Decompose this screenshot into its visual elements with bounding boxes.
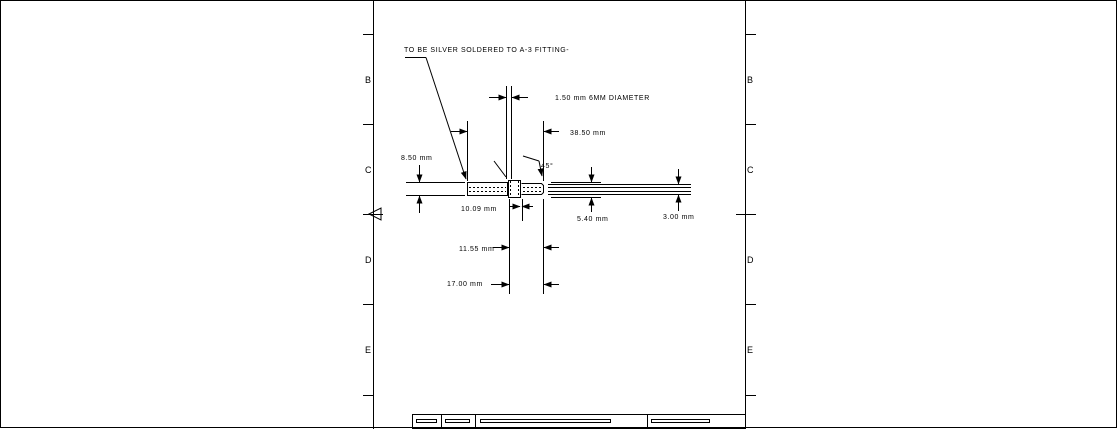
zone-label-left: D <box>365 255 372 265</box>
dim-8-50-label: 8.50 mm <box>401 155 432 162</box>
angle-label: 45° <box>541 162 553 170</box>
zone-label-left: C <box>365 165 372 175</box>
zone-label-left: B <box>365 75 371 85</box>
diameter-label: 1.50 mm 6MM DIAMETER <box>555 95 650 102</box>
zone-label-right: B <box>747 75 753 85</box>
zone-label-left: E <box>365 345 371 355</box>
zone-labels-left: B C D E <box>365 75 372 355</box>
dim-10-09-label: 10.09 mm <box>461 206 497 213</box>
dim-38-50-label: 38.50 mm <box>570 130 606 137</box>
dim-5-40-label: 5.40 mm <box>577 216 608 223</box>
dim-11-55-label: 11.55 mm <box>459 246 494 253</box>
zone-label-right: C <box>747 165 754 175</box>
part-geometry <box>467 180 691 198</box>
title-block <box>412 414 746 429</box>
zone-labels-right: B C D E <box>747 75 754 355</box>
dim-3-00-label: 3.00 mm <box>663 214 694 221</box>
dim-17-00-label: 17.00 mm <box>447 281 483 288</box>
zone-label-right: D <box>747 255 754 265</box>
dimension-lines <box>405 57 682 294</box>
note-label: TO BE SILVER SOLDERED TO A-3 FITTING- <box>404 47 569 54</box>
zone-label-right: E <box>747 345 753 355</box>
zone-ticks <box>363 34 756 396</box>
centering-marker-icon <box>367 207 382 221</box>
annotations: TO BE SILVER SOLDERED TO A-3 FITTING- 1.… <box>401 47 694 288</box>
